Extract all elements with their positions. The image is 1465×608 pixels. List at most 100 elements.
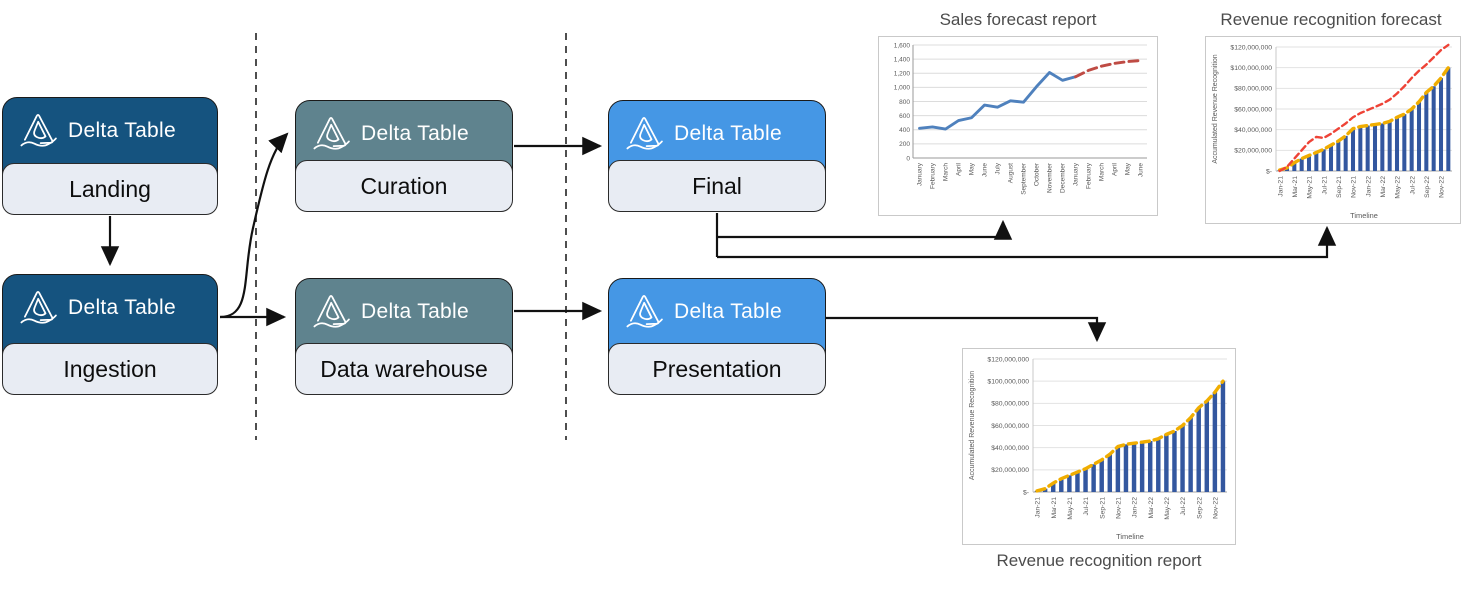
svg-text:May: May (969, 162, 976, 175)
svg-text:$100,000,000: $100,000,000 (1230, 65, 1272, 72)
svg-text:September: September (1021, 162, 1028, 195)
svg-text:1,200: 1,200 (894, 71, 911, 78)
svg-text:1,400: 1,400 (894, 56, 911, 63)
svg-text:February: February (1086, 162, 1093, 189)
node-product-label: Delta Table (674, 300, 782, 323)
node-curation: Delta Table Curation (295, 100, 513, 212)
svg-text:Nov-22: Nov-22 (1212, 497, 1219, 519)
svg-text:$-: $- (1266, 168, 1272, 175)
svg-text:Nov-21: Nov-21 (1115, 497, 1122, 519)
svg-text:Jul-21: Jul-21 (1083, 497, 1090, 516)
svg-text:March: March (943, 163, 950, 181)
node-product-label: Delta Table (68, 296, 176, 319)
svg-text:$60,000,000: $60,000,000 (1234, 106, 1272, 113)
svg-text:Mar-21: Mar-21 (1051, 497, 1058, 519)
svg-text:May-21: May-21 (1067, 497, 1074, 520)
svg-text:600: 600 (899, 113, 910, 120)
svg-text:$20,000,000: $20,000,000 (1234, 148, 1272, 155)
chart-title-sales-forecast: Sales forecast report (939, 10, 1097, 29)
svg-text:Mar-21: Mar-21 (1292, 176, 1299, 198)
node-stage-label: Landing (2, 163, 218, 215)
svg-text:Sep-21: Sep-21 (1336, 176, 1343, 198)
svg-text:August: August (1008, 163, 1015, 183)
svg-text:May-21: May-21 (1307, 176, 1314, 199)
delta-lake-logo-icon (20, 114, 57, 147)
svg-text:Jul-22: Jul-22 (1180, 497, 1187, 516)
svg-text:Jul-21: Jul-21 (1321, 176, 1328, 195)
node-stage-label: Data warehouse (295, 343, 513, 395)
arrow-ingestion-to-curation (219, 132, 289, 319)
svg-text:Timeline: Timeline (1350, 211, 1378, 220)
svg-text:Sep-22: Sep-22 (1196, 497, 1203, 519)
node-landing: Delta Table Landing (2, 97, 218, 215)
svg-text:Jan-22: Jan-22 (1132, 497, 1139, 518)
node-product-label: Delta Table (361, 122, 469, 145)
arrow-final-to-sales-forecast (717, 219, 1013, 240)
delta-lake-logo-icon (626, 295, 663, 328)
svg-text:1,600: 1,600 (894, 42, 911, 49)
svg-text:January: January (1073, 162, 1080, 186)
svg-text:$120,000,000: $120,000,000 (987, 356, 1029, 363)
chart-revenue-recognition-report: $- $20,000,000 $40,000,000 $60,000,000 $80,0… (962, 348, 1236, 545)
svg-text:Accumulated Revenue Recognitio: Accumulated Revenue Recognition (1212, 54, 1219, 163)
chart-revenue-recognition-forecast: $- $20,000,000 $40,000,000 $60,000,000 $80,0… (1205, 36, 1461, 224)
svg-text:May-22: May-22 (1164, 497, 1171, 520)
svg-text:Jan-21: Jan-21 (1035, 497, 1042, 518)
node-stage-label: Ingestion (2, 343, 218, 395)
svg-text:$80,000,000: $80,000,000 (991, 401, 1029, 408)
arrow-final-to-revenue-forecast (717, 225, 1337, 259)
svg-text:October: October (1034, 162, 1041, 186)
svg-text:Nov-21: Nov-21 (1351, 176, 1358, 198)
svg-text:Mar-22: Mar-22 (1148, 497, 1155, 519)
delta-lake-logo-icon (626, 117, 663, 150)
revenue-recognition-forecast-plot: $- $20,000,000 $40,000,000 $60,000,000 $80,0… (1212, 43, 1452, 220)
svg-text:$40,000,000: $40,000,000 (991, 445, 1029, 452)
svg-text:Jan-22: Jan-22 (1365, 176, 1372, 197)
chart-title-revenue-report: Revenue recognition report (996, 551, 1202, 570)
svg-text:March: March (1099, 163, 1106, 181)
revenue-recognition-report-plot: $- $20,000,000 $40,000,000 $60,000,000 $80,0… (969, 356, 1227, 541)
svg-text:$40,000,000: $40,000,000 (1234, 127, 1272, 134)
svg-text:$80,000,000: $80,000,000 (1234, 86, 1272, 93)
node-stage-label: Curation (295, 160, 513, 212)
svg-text:April: April (956, 162, 963, 176)
delta-lake-logo-icon (313, 117, 350, 150)
node-presentation: Delta Table Presentation (608, 278, 826, 395)
svg-text:February: February (930, 162, 937, 189)
delta-lake-logo-icon (313, 295, 350, 328)
svg-text:April: April (1112, 162, 1119, 176)
svg-text:January: January (917, 162, 924, 186)
chart-title-revenue-forecast: Revenue recognition forecast (1220, 10, 1442, 29)
svg-text:Nov-22: Nov-22 (1439, 176, 1446, 198)
svg-text:$120,000,000: $120,000,000 (1230, 44, 1272, 51)
svg-text:$20,000,000: $20,000,000 (991, 467, 1029, 474)
svg-text:Accumulated Revenue Recognitio: Accumulated Revenue Recognition (969, 371, 976, 480)
node-product-label: Delta Table (361, 300, 469, 323)
svg-text:$100,000,000: $100,000,000 (987, 379, 1029, 386)
svg-text:$-: $- (1023, 489, 1029, 496)
node-product-label: Delta Table (68, 119, 176, 142)
svg-text:800: 800 (899, 99, 910, 106)
delta-lake-logo-icon (20, 291, 57, 324)
node-product-label: Delta Table (674, 122, 782, 145)
svg-text:May-22: May-22 (1395, 176, 1402, 199)
node-data-warehouse: Delta Table Data warehouse (295, 278, 513, 395)
svg-text:200: 200 (899, 141, 910, 148)
svg-text:Sep-21: Sep-21 (1099, 497, 1106, 519)
svg-text:Timeline: Timeline (1116, 532, 1144, 541)
svg-text:Mar-22: Mar-22 (1380, 176, 1387, 198)
node-stage-label: Final (608, 160, 826, 212)
svg-text:Jul-22: Jul-22 (1409, 176, 1416, 195)
svg-text:December: December (1060, 162, 1067, 193)
node-ingestion: Delta Table Ingestion (2, 274, 218, 395)
svg-text:Jan-21: Jan-21 (1277, 176, 1284, 197)
svg-text:Sep-22: Sep-22 (1424, 176, 1431, 198)
svg-text:1,000: 1,000 (894, 85, 911, 92)
node-stage-label: Presentation (608, 343, 826, 395)
svg-text:400: 400 (899, 127, 910, 134)
svg-text:$60,000,000: $60,000,000 (991, 423, 1029, 430)
svg-text:0: 0 (906, 155, 910, 162)
